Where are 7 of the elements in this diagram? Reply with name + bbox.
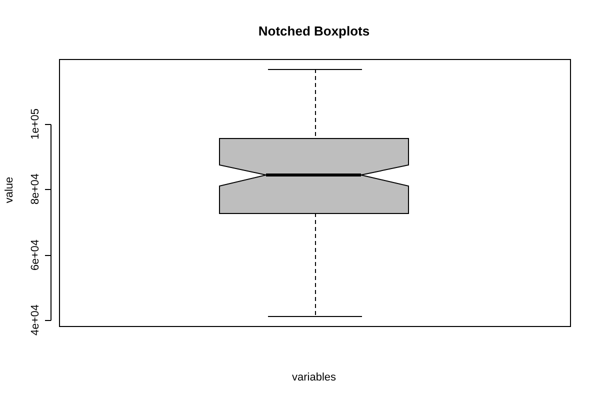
tick-label: 4e+04 [30,304,42,336]
tick-label: 1e+05 [30,108,42,140]
axis-title: value [4,176,16,204]
tick-label: 8e+04 [30,174,42,204]
axis-title: variables [292,372,336,384]
tick-label: 6e+04 [30,240,42,270]
chart-title: Notched Boxplots [258,24,370,38]
